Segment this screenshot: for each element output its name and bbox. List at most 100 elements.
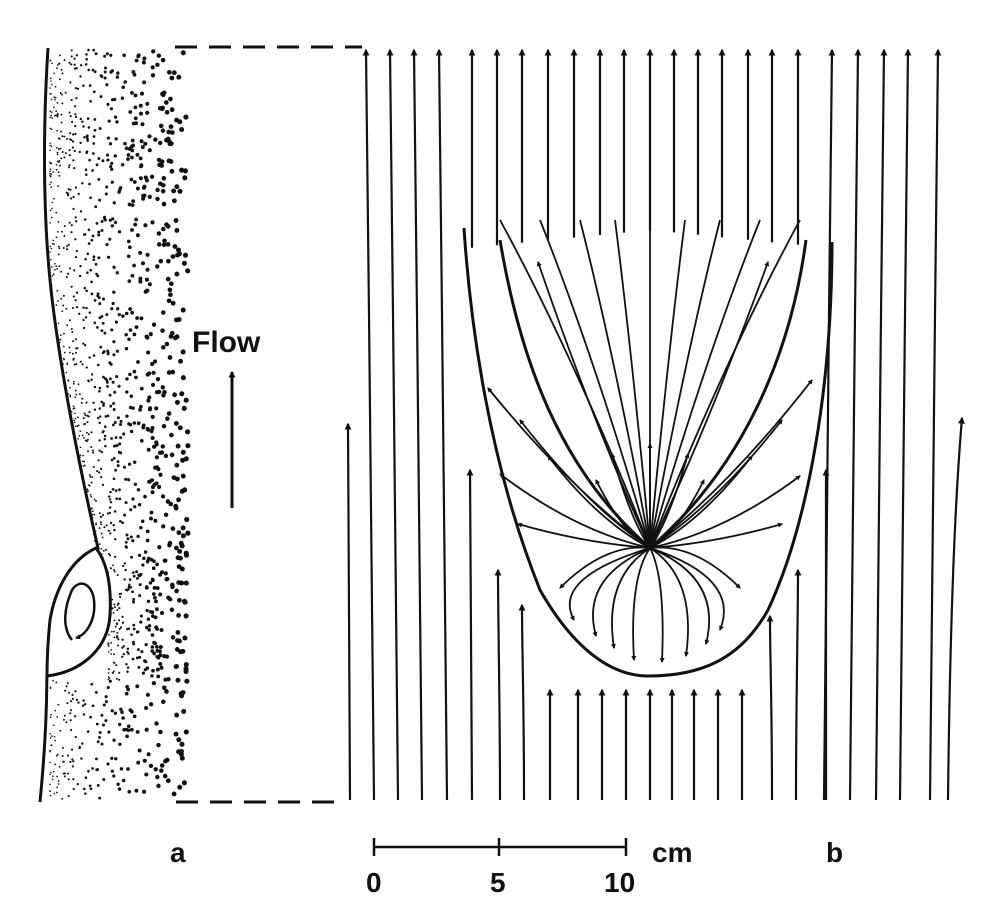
sediment-dot <box>159 763 165 768</box>
outer-streamlines <box>344 48 966 801</box>
sediment-dot <box>127 585 131 589</box>
sediment-dot <box>175 252 180 258</box>
sediment-dot <box>115 349 119 353</box>
sediment-dot <box>129 535 133 539</box>
sediment-dot <box>83 286 87 290</box>
sediment-dot <box>115 664 118 667</box>
sediment-dot <box>132 263 137 268</box>
sediment-dot <box>132 180 137 184</box>
sediment-dot <box>121 615 124 619</box>
sediment-dot <box>150 73 156 78</box>
sediment-dot <box>129 429 134 434</box>
sediment-dot <box>60 121 63 124</box>
sediment-dot <box>102 778 106 781</box>
streamline <box>649 547 690 657</box>
sediment-dot <box>174 184 180 190</box>
sediment-dot <box>109 53 113 57</box>
sediment-dot <box>70 63 73 66</box>
sediment-dot <box>106 685 110 690</box>
sediment-dot <box>100 532 103 535</box>
sediment-dot <box>49 686 52 689</box>
inner-streamlines <box>487 219 813 663</box>
sediment-dot <box>63 714 66 717</box>
sediment-dot <box>110 224 114 228</box>
sediment-dot <box>64 689 67 692</box>
sediment-dot <box>145 560 150 564</box>
scale-tick-0: 0 <box>366 867 382 898</box>
sediment-dot <box>143 289 148 294</box>
sediment-dot <box>153 595 157 600</box>
sediment-dot <box>143 494 147 499</box>
sediment-dot <box>93 128 97 132</box>
sediment-dot <box>132 369 137 374</box>
sediment-dot <box>93 498 96 501</box>
sediment-dot <box>121 621 125 624</box>
streamline <box>928 48 942 801</box>
sediment-dot <box>82 699 85 702</box>
sediment-dot <box>130 203 135 207</box>
sediment-dot <box>83 423 86 426</box>
sediment-dot <box>134 121 139 126</box>
sediment-dot <box>87 228 91 232</box>
sediment-dot <box>163 100 169 105</box>
sediment-dot <box>88 182 91 186</box>
sediment-dot <box>140 91 144 96</box>
sediment-dot <box>93 408 97 411</box>
sediment-dot <box>116 416 120 420</box>
sediment-dot <box>76 425 79 427</box>
sediment-dot <box>81 120 84 123</box>
sediment-dot <box>55 110 58 113</box>
sediment-dot <box>180 375 186 381</box>
sediment-dot <box>130 148 135 153</box>
sediment-dot <box>152 482 157 487</box>
sediment-dot <box>70 99 73 102</box>
sediment-dot <box>124 588 128 592</box>
sediment-dot <box>100 400 103 404</box>
streamline <box>649 522 783 549</box>
sediment-dot <box>161 699 166 705</box>
sediment-dot <box>160 385 166 390</box>
streamline <box>518 603 526 801</box>
sediment-dot <box>65 276 68 279</box>
sediment-dot <box>156 742 161 748</box>
sediment-dot <box>98 407 101 410</box>
sediment-dot <box>140 519 145 524</box>
sediment-dot <box>87 68 90 72</box>
sediment-dot <box>157 140 163 146</box>
sediment-dot <box>163 677 168 682</box>
sediment-dot <box>100 450 104 454</box>
sediment-dot <box>77 383 80 386</box>
streamline <box>466 468 474 801</box>
sediment-dot <box>82 84 85 87</box>
sediment-dot <box>50 173 53 175</box>
sediment-dot <box>104 444 107 448</box>
sediment-dot <box>49 77 52 80</box>
sediment-dot <box>118 422 123 427</box>
sediment-dot <box>54 739 56 742</box>
sediment-dot <box>56 289 59 292</box>
sediment-dot <box>177 548 183 554</box>
sediment-dot <box>147 624 152 628</box>
sediment-dot <box>73 63 76 66</box>
sediment-dot <box>173 317 179 323</box>
sediment-dot <box>60 297 63 300</box>
streamline <box>822 48 836 801</box>
sediment-dot <box>112 265 116 269</box>
sediment-dot <box>72 382 75 385</box>
sediment-dot <box>97 177 101 181</box>
sediment-dot <box>57 780 60 782</box>
sediment-dot <box>63 156 66 159</box>
sediment-dot <box>147 282 152 287</box>
sediment-dot <box>98 736 101 739</box>
sediment-dot <box>100 75 104 79</box>
sediment-dot <box>74 115 78 119</box>
sediment-dot <box>103 70 107 74</box>
sediment-dot <box>169 130 175 135</box>
sediment-dot <box>183 552 190 558</box>
sediment-dot <box>78 274 82 278</box>
sediment-dot <box>114 606 116 609</box>
sediment-dot <box>129 144 134 149</box>
sediment-dot <box>63 235 66 237</box>
sediment-dot <box>153 641 157 646</box>
sediment-dot <box>123 80 127 84</box>
